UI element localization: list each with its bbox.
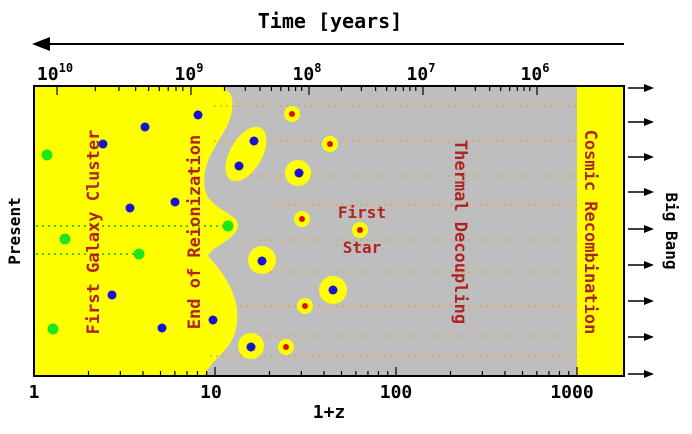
redshift-tick-label: 1	[29, 382, 40, 403]
plot-area: First Galaxy Cluster End of Reionization…	[34, 86, 624, 376]
right-label-big-bang: Big Bang	[662, 192, 681, 269]
yellow-reionized-region	[34, 86, 239, 376]
bottom-axis-title: 1+z	[313, 402, 346, 423]
right-arrow-head	[644, 188, 654, 196]
right-arrow-head	[644, 118, 654, 126]
right-arrow-head	[644, 261, 654, 269]
right-arrow-head	[644, 333, 654, 341]
right-arrow-head	[644, 153, 654, 161]
label-first-galaxy-cluster: First Galaxy Cluster	[84, 130, 104, 335]
right-arrow-head	[644, 84, 654, 92]
green-dots	[41, 149, 234, 335]
blue-dots	[98, 110, 338, 352]
redshift-tick-label: 1000	[550, 382, 593, 403]
red-star-dots	[283, 111, 363, 350]
time-arrow-head	[32, 37, 50, 51]
time-tick-label: 1010	[37, 61, 73, 85]
right-arrow-head	[644, 370, 654, 378]
right-arrow-head	[644, 297, 654, 305]
top-axis-title: Time [years]	[258, 9, 403, 33]
plot-frame	[33, 85, 625, 377]
right-arrow-head	[644, 225, 654, 233]
orange-dotted-lines	[210, 105, 577, 357]
label-cosmic-recombination: Cosmic Recombination	[580, 130, 600, 335]
left-label-present: Present	[5, 197, 24, 264]
label-first-star-line-1: First	[338, 203, 386, 222]
label-first-star-line-2: Star	[343, 238, 382, 257]
redshift-tick-label: 10	[200, 382, 222, 403]
time-tick-label: 109	[175, 61, 204, 85]
right-arrows	[628, 84, 654, 378]
recombination-band	[577, 86, 624, 376]
green-dotted-lines	[36, 225, 224, 255]
time-tick-label: 108	[293, 61, 322, 85]
label-thermal-decoupling: Thermal Decoupling	[450, 140, 470, 324]
label-end-of-reionization: End of Reionization	[185, 135, 205, 329]
redshift-tick-label: 100	[380, 382, 413, 403]
time-tick-labels: 1010 109 108 107 106	[37, 61, 550, 85]
time-tick-label: 107	[407, 61, 436, 85]
time-tick-label: 106	[521, 61, 550, 85]
redshift-tick-labels: 1 10 100 1000	[29, 382, 594, 403]
